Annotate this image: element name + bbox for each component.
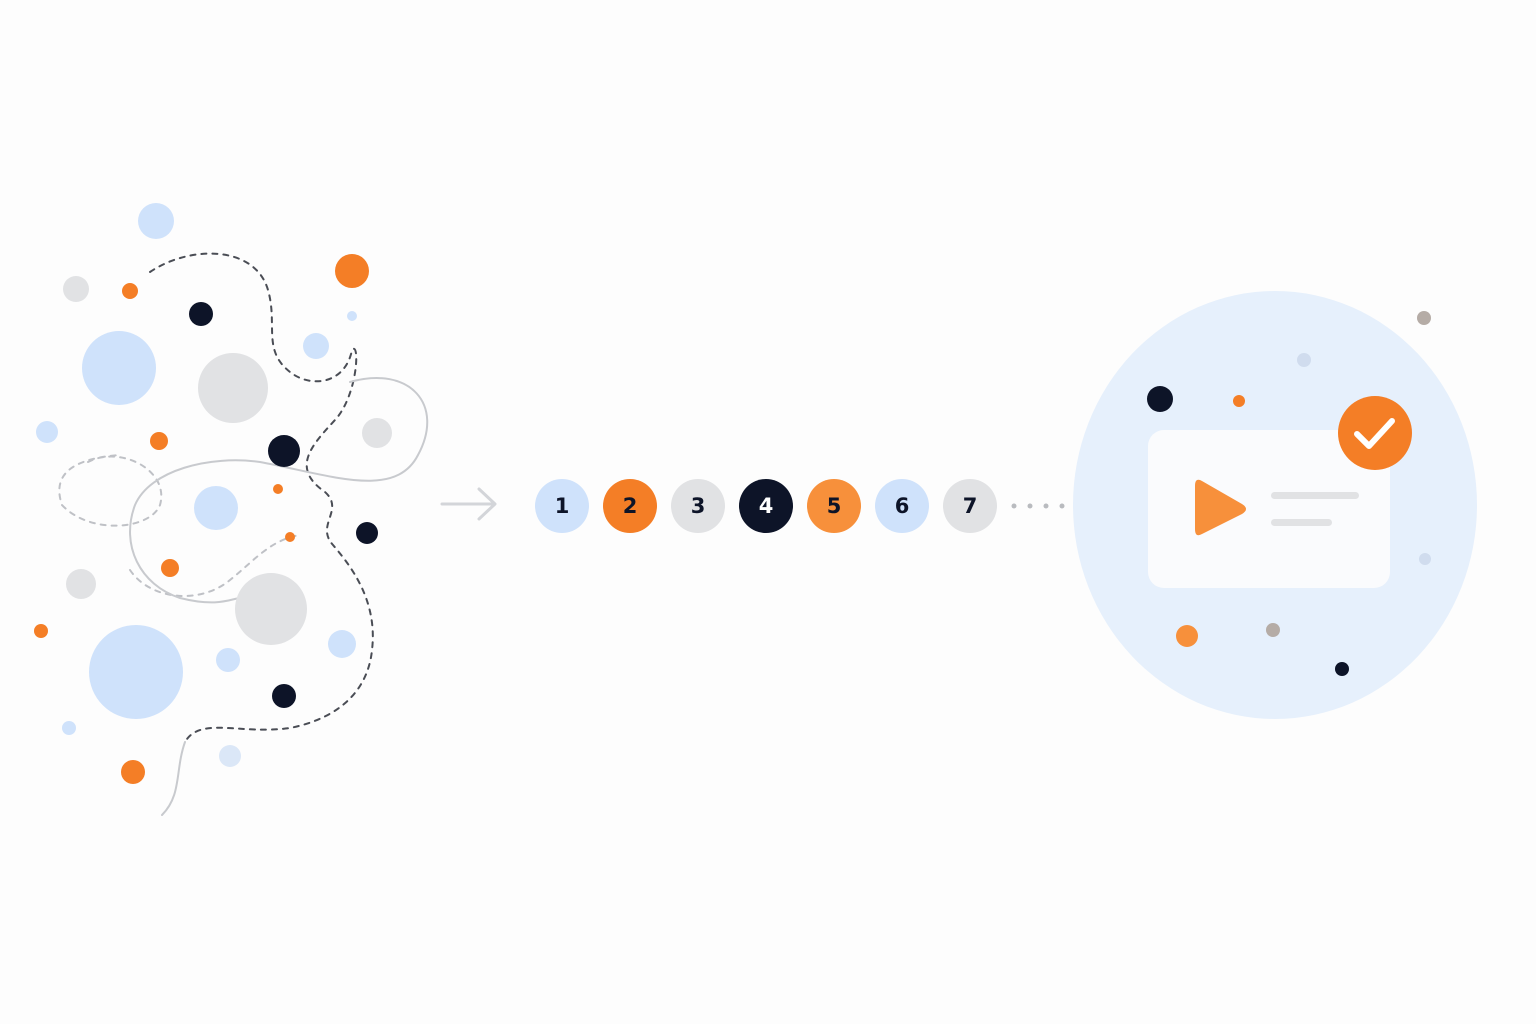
step-circle xyxy=(535,479,589,533)
dot-navy xyxy=(1147,386,1173,412)
play-icon xyxy=(1195,479,1246,536)
badge-circle xyxy=(1338,396,1412,470)
step-circle xyxy=(603,479,657,533)
step-1: 1 xyxy=(535,479,589,533)
step-circle xyxy=(739,479,793,533)
dot-orange xyxy=(273,484,283,494)
connector-dot xyxy=(1043,503,1049,509)
dot-taupe xyxy=(1266,623,1280,637)
dot-orange xyxy=(1233,395,1245,407)
step-number: 7 xyxy=(963,494,978,518)
dot-orange xyxy=(34,624,48,638)
dot-grey-large xyxy=(198,353,268,423)
dot-navy xyxy=(189,302,213,326)
step-number: 6 xyxy=(895,494,910,518)
dot-grey-large xyxy=(235,573,307,645)
dot-blue xyxy=(36,421,58,443)
step-number: 1 xyxy=(555,494,570,518)
text-line-short xyxy=(1271,519,1332,526)
dashed-thread-light-2 xyxy=(129,534,301,597)
dot-blue xyxy=(347,311,357,321)
step-circle xyxy=(807,479,861,533)
connector-dot xyxy=(1011,503,1017,509)
step-5: 5 xyxy=(807,479,861,533)
dot-blue xyxy=(216,648,240,672)
dot-navy xyxy=(268,435,300,467)
video-card xyxy=(1148,430,1390,588)
dot-orange xyxy=(122,283,138,299)
scattered-cluster xyxy=(34,203,429,816)
dot-grey xyxy=(63,276,89,302)
dot-navy xyxy=(272,684,296,708)
connector-dot xyxy=(1027,503,1033,509)
dot-orange xyxy=(161,559,179,577)
step-4: 4 xyxy=(739,479,793,533)
ordered-steps: 1 2 3 4 5 6 7 xyxy=(535,479,997,533)
step-number: 5 xyxy=(827,494,842,518)
dot-navy xyxy=(356,522,378,544)
dot-taupe xyxy=(1417,311,1431,325)
dot-blue xyxy=(62,721,76,735)
dot-blue xyxy=(138,203,174,239)
checkmark-icon xyxy=(1354,418,1395,449)
dot-grey xyxy=(362,418,392,448)
dot-navy xyxy=(1335,662,1349,676)
dot-blue xyxy=(219,745,241,767)
step-circle xyxy=(943,479,997,533)
step-number: 2 xyxy=(623,494,638,518)
dashed-thread-light xyxy=(58,454,163,527)
connector-dot xyxy=(1059,503,1065,509)
dot-orange xyxy=(121,760,145,784)
step-number: 4 xyxy=(759,494,774,518)
dot-blue-large xyxy=(82,331,156,405)
step-7: 7 xyxy=(943,479,997,533)
dot-blue xyxy=(1297,353,1311,367)
dot-orange xyxy=(285,532,295,542)
dot-orange xyxy=(1176,625,1198,647)
solid-thread-tail xyxy=(161,741,186,816)
dot-blue-large xyxy=(89,625,183,719)
dot-orange xyxy=(150,432,168,450)
step-2: 2 xyxy=(603,479,657,533)
dot-orange xyxy=(335,254,369,288)
result-group xyxy=(1073,291,1477,719)
step-number: 3 xyxy=(691,494,706,518)
text-line-long xyxy=(1271,492,1359,499)
dot-blue xyxy=(1419,553,1431,565)
solid-thread xyxy=(129,377,429,604)
dashed-thread-dark xyxy=(149,252,374,743)
completion-badge xyxy=(1338,396,1412,470)
dot-blue xyxy=(328,630,356,658)
dot-blue xyxy=(194,486,238,530)
step-3: 3 xyxy=(671,479,725,533)
step-6: 6 xyxy=(875,479,929,533)
dot-blue xyxy=(303,333,329,359)
step-circle xyxy=(875,479,929,533)
dot-grey xyxy=(66,569,96,599)
right-arrow-icon xyxy=(440,487,497,521)
step-circle xyxy=(671,479,725,533)
video-card-panel xyxy=(1148,430,1390,588)
